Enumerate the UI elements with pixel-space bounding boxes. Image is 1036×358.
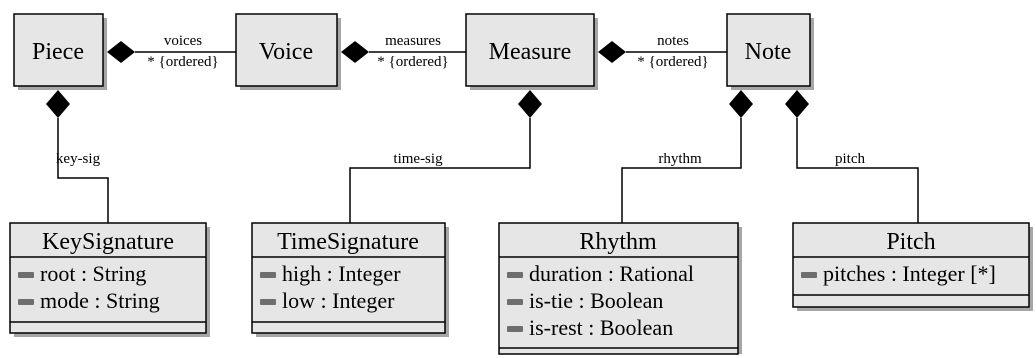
key-signature-box — [9, 222, 207, 334]
rhythm-role-label: rhythm — [658, 151, 702, 167]
time-sig-composition-diamond — [518, 90, 542, 118]
attribute-marker-icon — [18, 299, 34, 305]
attribute-marker-icon — [507, 272, 523, 278]
rhythm-composition-diamond — [729, 90, 753, 118]
time-signature-box — [251, 222, 446, 334]
attribute-marker-icon — [507, 299, 523, 305]
key-sig-association-line — [57, 118, 109, 223]
note-box — [726, 13, 811, 87]
rhythm-attribute: is-tie : Boolean — [529, 288, 663, 313]
rhythm-class-name: Rhythm — [579, 229, 657, 255]
rhythm-attribute: duration : Rational — [529, 261, 694, 286]
key-sig-role-label: key-sig — [56, 151, 101, 167]
piece-class-name: Piece — [32, 39, 84, 65]
notes-multiplicity-label: * {ordered} — [637, 54, 708, 70]
class-note[interactable]: Note — [726, 13, 814, 90]
voices-composition-diamond — [107, 41, 135, 63]
attribute-marker-icon — [507, 326, 523, 332]
attribute-marker-icon — [260, 272, 276, 278]
pitch-attribute: pitches : Integer [*] — [823, 261, 996, 286]
key-sig-composition-diamond — [46, 90, 70, 118]
rhythm-box — [498, 222, 739, 355]
attribute-marker-icon — [801, 272, 817, 278]
voices-multiplicity-label: * {ordered} — [147, 54, 218, 70]
class-measure[interactable]: Measure — [465, 13, 598, 90]
class-rhythm[interactable]: Rhythm duration : Rational is-tie : Bool… — [498, 222, 742, 355]
key-signature-attribute: mode : String — [40, 288, 160, 313]
rhythm-attribute: is-rest : Boolean — [529, 315, 673, 340]
attribute-marker-icon — [18, 272, 34, 278]
pitch-role-label: pitch — [835, 151, 865, 167]
key-signature-attribute: root : String — [40, 261, 146, 286]
rhythm-association-line — [621, 118, 742, 223]
measure-class-name: Measure — [489, 39, 572, 65]
time-signature-attribute: low : Integer — [282, 288, 395, 313]
pitch-composition-diamond — [785, 90, 809, 118]
voices-role-label: voices — [164, 33, 202, 49]
class-time-signature[interactable]: TimeSignature high : Integer low : Integ… — [251, 222, 449, 337]
time-sig-role-label: time-sig — [393, 151, 443, 167]
time-signature-attribute: high : Integer — [282, 261, 401, 286]
class-piece[interactable]: Piece — [13, 13, 107, 90]
notes-composition-diamond — [598, 41, 626, 63]
voice-class-name: Voice — [259, 39, 313, 65]
attribute-marker-icon — [260, 299, 276, 305]
class-key-signature[interactable]: KeySignature root : String mode : String — [9, 222, 210, 337]
pitch-class-name: Pitch — [886, 229, 935, 255]
time-sig-association-line — [349, 118, 531, 223]
time-signature-class-name: TimeSignature — [277, 229, 419, 255]
class-pitch[interactable]: Pitch pitches : Integer [*] — [792, 222, 1033, 311]
pitch-box — [792, 222, 1030, 308]
pitch-association-line — [796, 118, 919, 223]
piece-box — [13, 13, 104, 87]
measure-box — [465, 13, 595, 87]
notes-role-label: notes — [657, 33, 689, 49]
key-signature-class-name: KeySignature — [42, 229, 174, 255]
voice-box — [235, 13, 338, 87]
class-voice[interactable]: Voice — [235, 13, 341, 90]
measures-role-label: measures — [385, 33, 441, 49]
measures-composition-diamond — [341, 41, 369, 63]
measures-multiplicity-label: * {ordered} — [377, 54, 448, 70]
note-class-name: Note — [745, 39, 792, 65]
